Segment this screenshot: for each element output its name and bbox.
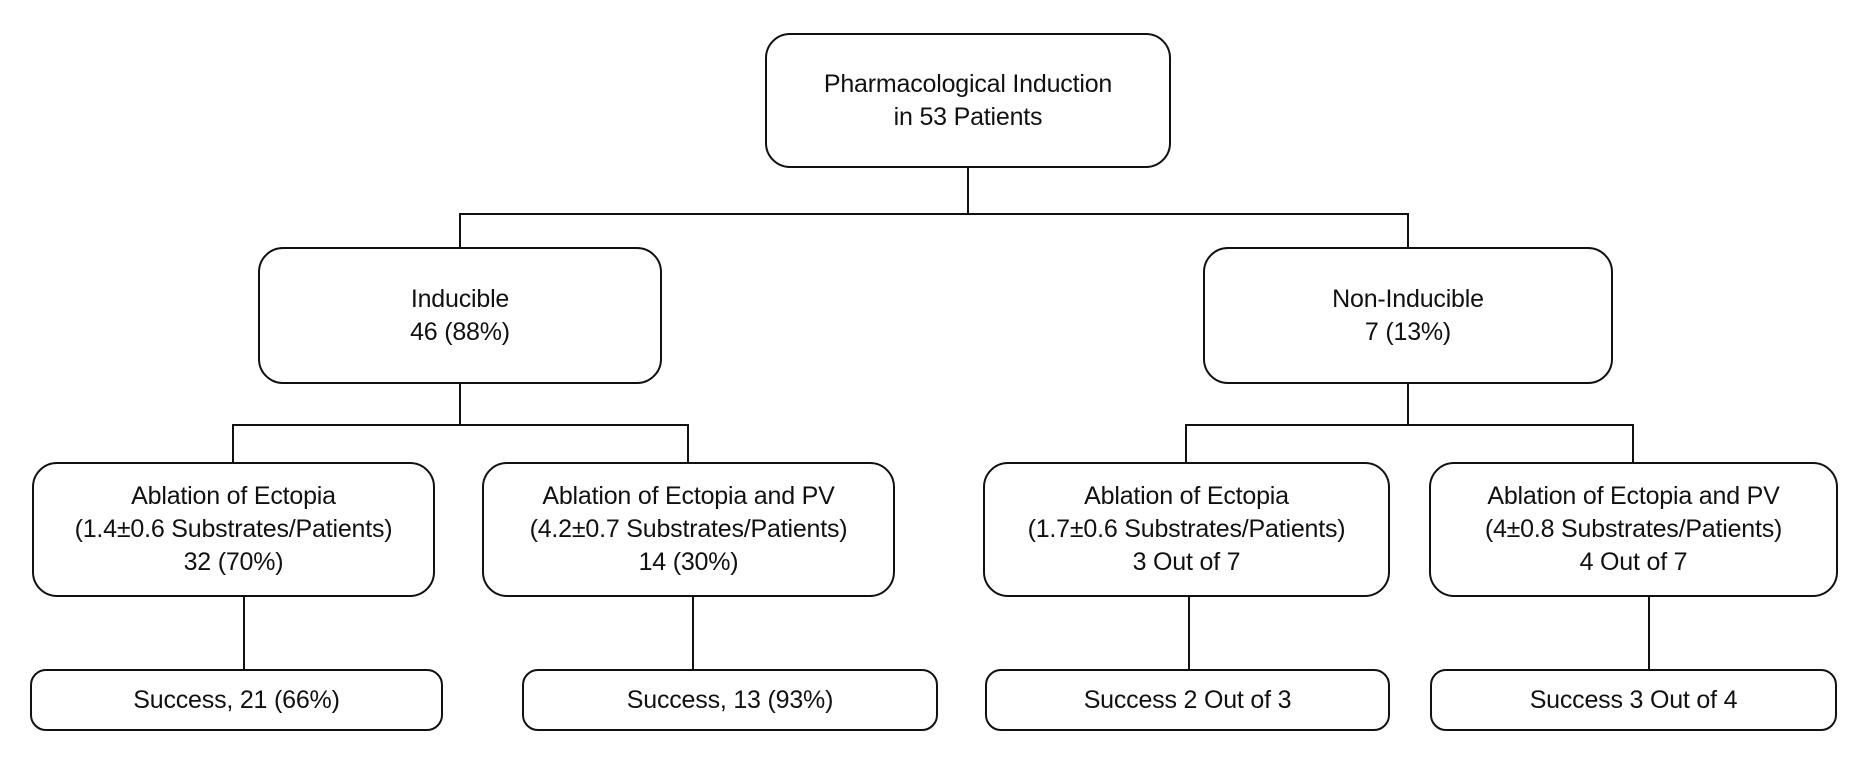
connector-inducible-top (459, 213, 461, 249)
connector-success-non-inducible-ectopia-pv (1648, 597, 1650, 670)
connector-success-inducible-ectopia-pv (692, 597, 694, 670)
node-ablation-ectopia-non-inducible: Ablation of Ectopia (1.7±0.6 Substrates/… (983, 462, 1390, 597)
node-text-line: in 53 Patients (893, 102, 1043, 131)
node-text-line: 32 (70%) (183, 548, 284, 576)
node-text-line: Ablation of Ectopia (131, 482, 336, 510)
connector-ablation-ectopia-inducible-top (232, 424, 234, 464)
node-text-line: Success 3 Out of 4 (1529, 685, 1738, 714)
node-ablation-ectopia-pv-inducible: Ablation of Ectopia and PV (4.2±0.7 Subs… (482, 462, 895, 597)
node-text-line: (1.7±0.6 Substrates/Patients) (1027, 515, 1346, 543)
node-text-line: Success 2 Out of 3 (1083, 685, 1292, 714)
connector-level2-rail (459, 213, 1409, 215)
node-success-non-inducible-ectopia: Success 2 Out of 3 (985, 669, 1390, 731)
connector-inducible-down (459, 384, 461, 426)
node-text-line: 7 (13%) (1364, 317, 1452, 346)
connector-non-inducible-down (1407, 384, 1409, 426)
node-text-line: 4 Out of 7 (1579, 548, 1688, 576)
node-text-line: Ablation of Ectopia and PV (542, 482, 835, 510)
node-success-inducible-ectopia: Success, 21 (66%) (30, 669, 443, 731)
connector-root-down (967, 168, 969, 215)
node-inducible: Inducible 46 (88%) (258, 247, 662, 384)
node-ablation-ectopia-pv-non-inducible: Ablation of Ectopia and PV (4±0.8 Substr… (1429, 462, 1838, 597)
node-text-line: Pharmacological Induction (823, 69, 1113, 98)
node-text-line: (1.4±0.6 Substrates/Patients) (74, 515, 393, 543)
node-text-line: (4.2±0.7 Substrates/Patients) (529, 515, 848, 543)
connector-success-non-inducible-ectopia (1188, 597, 1190, 670)
node-non-inducible: Non-Inducible 7 (13%) (1203, 247, 1613, 384)
node-success-inducible-ectopia-pv: Success, 13 (93%) (522, 669, 938, 731)
connector-non-inducible-rail (1185, 424, 1634, 426)
node-text-line: (4±0.8 Substrates/Patients) (1484, 515, 1783, 543)
node-text-line: Ablation of Ectopia (1084, 482, 1289, 510)
connector-non-inducible-top (1407, 213, 1409, 249)
node-text-line: 46 (88%) (410, 317, 510, 346)
node-text-line: 14 (30%) (638, 548, 739, 576)
connector-inducible-rail (233, 424, 689, 426)
connector-success-inducible-ectopia (243, 597, 245, 670)
node-success-non-inducible-ectopia-pv: Success 3 Out of 4 (1430, 669, 1837, 731)
node-text-line: Success, 21 (66%) (133, 685, 340, 714)
node-text-line: 3 Out of 7 (1132, 548, 1241, 576)
node-ablation-ectopia-inducible: Ablation of Ectopia (1.4±0.6 Substrates/… (32, 462, 435, 597)
node-text-line: Inducible (410, 284, 510, 313)
connector-ablation-ectopia-pv-inducible-top (687, 424, 689, 464)
node-text-line: Success, 13 (93%) (626, 685, 834, 714)
node-text-line: Non-Inducible (1332, 284, 1484, 313)
node-pharmacological-induction: Pharmacological Induction in 53 Patients (765, 33, 1171, 168)
node-text-line: Ablation of Ectopia and PV (1487, 482, 1780, 510)
connector-ablation-ectopia-non-inducible-top (1185, 424, 1187, 464)
connector-ablation-ectopia-pv-non-inducible-top (1632, 424, 1634, 464)
